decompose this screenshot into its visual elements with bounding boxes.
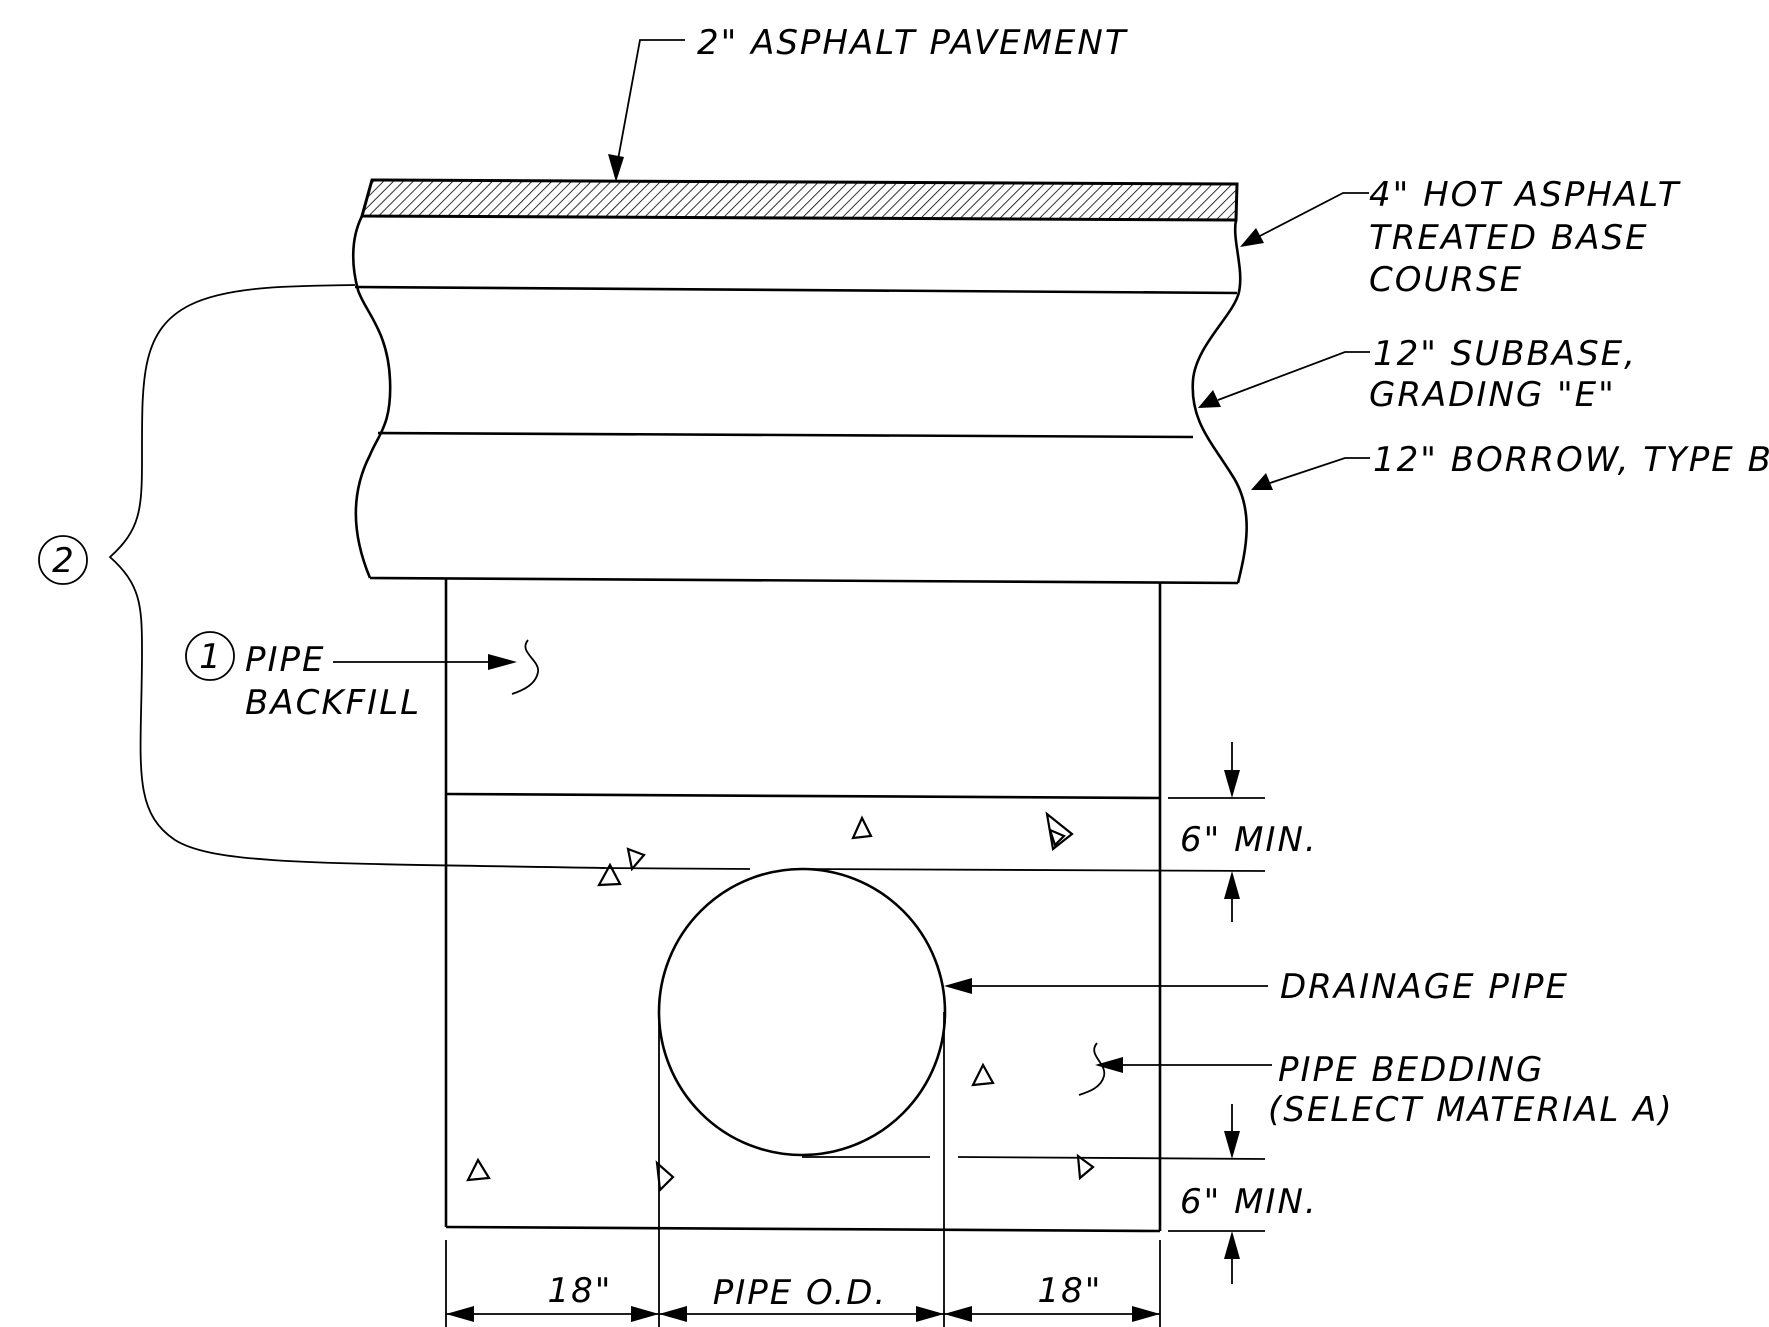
- leader-borrow: [1251, 457, 1370, 490]
- svg-text:1: 1: [199, 637, 221, 677]
- asphalt-pavement-layer: [360, 178, 1239, 222]
- leader-subbase: [1198, 351, 1370, 408]
- right-break-edge: [1191, 219, 1248, 584]
- base-course-bottom-line: [354, 285, 1238, 295]
- pipe-backfill-label-2: BACKFILL: [245, 683, 421, 723]
- pipe-bedding-label-2: (SELECT MATERIAL A): [1268, 1090, 1674, 1130]
- leader-pipe-backfill: [333, 639, 539, 695]
- left-break-edge: [351, 215, 392, 579]
- drainage-pipe-label: DRAINAGE PIPE: [1280, 967, 1569, 1007]
- callout-2: 2: [38, 535, 88, 585]
- dimension-six-min-bottom: [1224, 1104, 1240, 1284]
- svg-text:2: 2: [52, 541, 74, 581]
- trench: [444, 578, 1162, 1233]
- bedding-aggregate-symbols: [466, 811, 1095, 1193]
- subbase-label-2: GRADING "E": [1369, 375, 1616, 415]
- hot-asphalt-label-3: COURSE: [1369, 260, 1523, 300]
- subbase-bottom-line: [377, 431, 1194, 439]
- leader-hot-asphalt: [1240, 192, 1369, 247]
- leader-drainage-pipe: [944, 978, 1268, 994]
- dimension-widths: [446, 1306, 1160, 1322]
- pipe-extension-lines: [445, 797, 1266, 1327]
- pipe-backfill-label-1: PIPE: [245, 640, 326, 680]
- subbase-label-1: 12" SUBBASE,: [1373, 334, 1637, 374]
- borrow-label: 12" BORROW, TYPE B: [1373, 440, 1769, 480]
- hot-asphalt-label-1: 4" HOT ASPHALT: [1369, 175, 1681, 215]
- drainage-pipe-circle: [657, 867, 947, 1157]
- leader-pipe-bedding: [1078, 1042, 1272, 1096]
- pipe-bedding-label-1: PIPE BEDDING: [1278, 1050, 1544, 1090]
- six-min-bottom-label: 6" MIN.: [1180, 1182, 1318, 1222]
- callout-2-brace: [108, 284, 606, 869]
- six-min-top-label: 6" MIN.: [1180, 820, 1318, 860]
- dim-pipe-label: PIPE O.D.: [713, 1273, 888, 1313]
- dim-left-label: 18": [548, 1271, 613, 1311]
- dimension-six-min-top: [1224, 742, 1240, 922]
- asphalt-pavement-label: 2" ASPHALT PAVEMENT: [697, 23, 1128, 63]
- borrow-bottom-line: [369, 576, 1239, 585]
- pavement-section: [351, 178, 1248, 585]
- leader-asphalt-pavement: [608, 39, 685, 182]
- dim-right-label: 18": [1038, 1271, 1103, 1311]
- callout-1: 1: [185, 631, 235, 681]
- trench-bottom: [445, 1225, 1161, 1233]
- bedding-top-line: [445, 792, 1161, 800]
- hot-asphalt-label-2: TREATED BASE: [1369, 218, 1649, 258]
